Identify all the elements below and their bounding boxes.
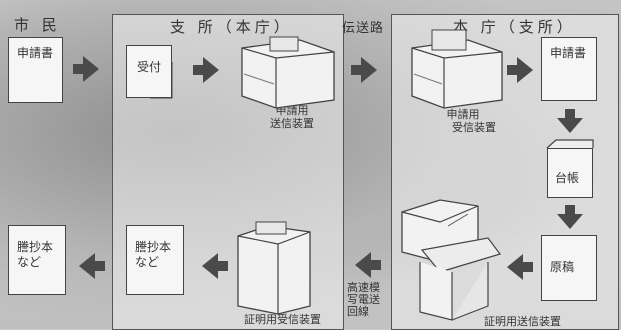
register-book: 台帳 [547, 148, 593, 198]
application-receive-device-label: 申請用 受信装置 [446, 108, 497, 134]
arrow-right [351, 57, 377, 83]
fax-line-label: 高速模 写電送 回線 [347, 281, 380, 318]
arrow-left [202, 253, 228, 279]
arrow-down [557, 109, 583, 133]
certificate-receive-device [237, 221, 311, 315]
application-send-device [241, 36, 335, 109]
branch-header: 支 所（本庁） [170, 18, 293, 36]
original-document: 原稿 [541, 235, 597, 301]
copy-document-citizen: 謄抄本 など [8, 225, 66, 295]
arrow-left [507, 254, 533, 280]
certificate-send-device [401, 199, 501, 321]
main-office-header: 本 庁（支所） [453, 18, 576, 36]
arrow-down [557, 205, 583, 229]
copy-document-branch: 謄抄本 など [126, 225, 184, 295]
arrow-left [79, 253, 105, 279]
certificate-receive-device-label: 証明用受信装置 [244, 313, 321, 326]
arrow-left [355, 252, 381, 278]
arrow-right [73, 56, 99, 82]
reception-slip: 受付 [126, 45, 172, 98]
arrow-right [193, 57, 219, 83]
application-form-citizen: 申請書 [8, 37, 63, 103]
application-form-main: 申請書 [541, 37, 597, 101]
certificate-send-device-label: 証明用送信装置 [484, 315, 561, 328]
citizen-header: 市 民 [14, 16, 61, 34]
arrow-right [507, 57, 533, 83]
application-receive-device [411, 29, 503, 109]
transmission-header: 伝送路 [342, 21, 385, 36]
